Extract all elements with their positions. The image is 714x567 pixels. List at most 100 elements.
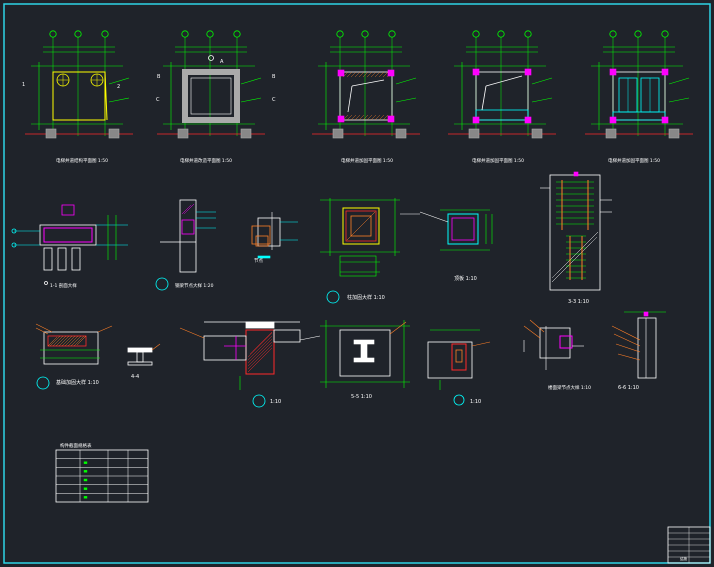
column-corner xyxy=(661,68,669,76)
plan-1 xyxy=(25,30,133,139)
leader-line xyxy=(108,97,130,103)
hatch-line xyxy=(73,335,85,347)
row2-labels: 1-1 剖面大样 钢梁节点大样 1:20 节点 柱加固大样 1:10 顶板 1:… xyxy=(50,258,589,305)
footing xyxy=(43,331,99,365)
hatch-line xyxy=(382,114,389,121)
column-corner xyxy=(661,116,669,124)
brace-line xyxy=(481,85,487,111)
table-cell-mark xyxy=(83,487,88,490)
pile xyxy=(43,247,53,271)
shaft-outline xyxy=(52,71,106,121)
detail-steel-beam-node xyxy=(155,199,216,291)
beam xyxy=(612,111,666,121)
column-block xyxy=(668,128,680,139)
web xyxy=(360,343,368,359)
beam xyxy=(475,109,529,121)
column-corner xyxy=(524,116,532,124)
shaft-outline xyxy=(339,71,393,121)
leader xyxy=(471,341,491,347)
plan-5 xyxy=(585,30,693,139)
hatch-line xyxy=(354,114,361,121)
shaft-outline xyxy=(104,71,108,121)
detail-foundation xyxy=(35,323,113,390)
row1-title-1: 电梯井道结构平面图 1:50 xyxy=(56,157,108,164)
row3-label-2: 4-4 xyxy=(131,374,139,380)
leader-line xyxy=(668,77,690,85)
leader xyxy=(419,211,449,223)
mark xyxy=(643,311,649,317)
hatch-line xyxy=(596,231,599,234)
brace-line xyxy=(351,79,385,87)
detail-6-6 xyxy=(611,311,666,379)
row1-titles: 电梯井道结构平面图 1:50 电梯井道改造平面图 1:50 电梯井道加固平面图 … xyxy=(56,157,660,164)
hatch-line xyxy=(49,335,61,347)
core xyxy=(350,215,372,237)
section-body xyxy=(39,224,97,246)
hatch-line xyxy=(358,114,365,121)
column-block xyxy=(108,128,120,139)
detail-wall-beam xyxy=(179,321,321,408)
row3-label-4: 5-5 1:10 xyxy=(351,394,372,400)
detail-floor-beam-node xyxy=(523,319,584,370)
detail-plate-1-10 xyxy=(427,329,491,406)
hatch-line xyxy=(247,335,273,361)
hatch-line xyxy=(67,335,79,347)
slab xyxy=(273,329,301,343)
ref-bubble xyxy=(11,228,17,234)
pile xyxy=(71,247,81,271)
hatch-line xyxy=(247,347,273,373)
leader xyxy=(529,319,545,333)
axis-letter: B xyxy=(157,74,161,80)
hatch-line xyxy=(366,71,373,78)
hatch-line xyxy=(58,335,70,347)
column-block xyxy=(605,128,617,139)
table-cell-mark xyxy=(83,478,88,482)
axis-letter: A xyxy=(220,59,224,65)
detail-bubble xyxy=(252,394,266,408)
leader-line xyxy=(395,77,417,85)
plate-outline xyxy=(427,341,473,379)
row2-label-1: 1-1 剖面大样 xyxy=(50,282,77,289)
hatch-line xyxy=(247,344,273,370)
leader xyxy=(179,327,205,339)
label-mark xyxy=(44,281,48,285)
hatch-line xyxy=(350,71,357,78)
component-spec-table: 构件截面规格表 xyxy=(55,442,149,503)
hatch-line xyxy=(382,71,389,78)
row1-title-5: 电梯井道加固平面图 1:50 xyxy=(608,157,660,164)
leader xyxy=(389,321,407,335)
row1-title-4: 电梯井道加固平面图 1:50 xyxy=(472,157,524,164)
axis-letter: 1 xyxy=(22,82,25,88)
hatch-line xyxy=(346,114,353,121)
column-corner xyxy=(387,69,395,77)
bolt xyxy=(455,349,463,363)
row2-label-5: 顶板 1:10 xyxy=(454,275,477,282)
hatch-line xyxy=(52,335,64,347)
row2-details xyxy=(11,171,612,304)
column-block xyxy=(468,128,480,139)
detail-4-4 xyxy=(127,343,161,366)
hatch-line xyxy=(374,114,381,121)
hatch-line xyxy=(270,331,273,334)
hatch-line xyxy=(354,71,361,78)
detail-1-1-section xyxy=(11,204,128,285)
top-plate xyxy=(61,204,75,216)
row2-label-3: 节点 xyxy=(254,258,263,264)
leader xyxy=(35,323,53,333)
node-plate xyxy=(251,225,271,245)
plate-inner xyxy=(451,217,475,241)
leader-line xyxy=(108,77,130,85)
column-block xyxy=(45,128,57,139)
row3-label-7: 6-6 1:10 xyxy=(618,385,639,391)
column xyxy=(637,317,657,379)
row2-label-6: 3-3 1:10 xyxy=(568,299,589,305)
plate-outline xyxy=(447,213,479,245)
leader xyxy=(35,327,49,335)
table-cell-mark xyxy=(83,496,88,499)
detail-node xyxy=(251,212,298,259)
hatch-line xyxy=(372,211,376,215)
leader xyxy=(613,333,641,347)
hatch-line xyxy=(370,114,377,121)
